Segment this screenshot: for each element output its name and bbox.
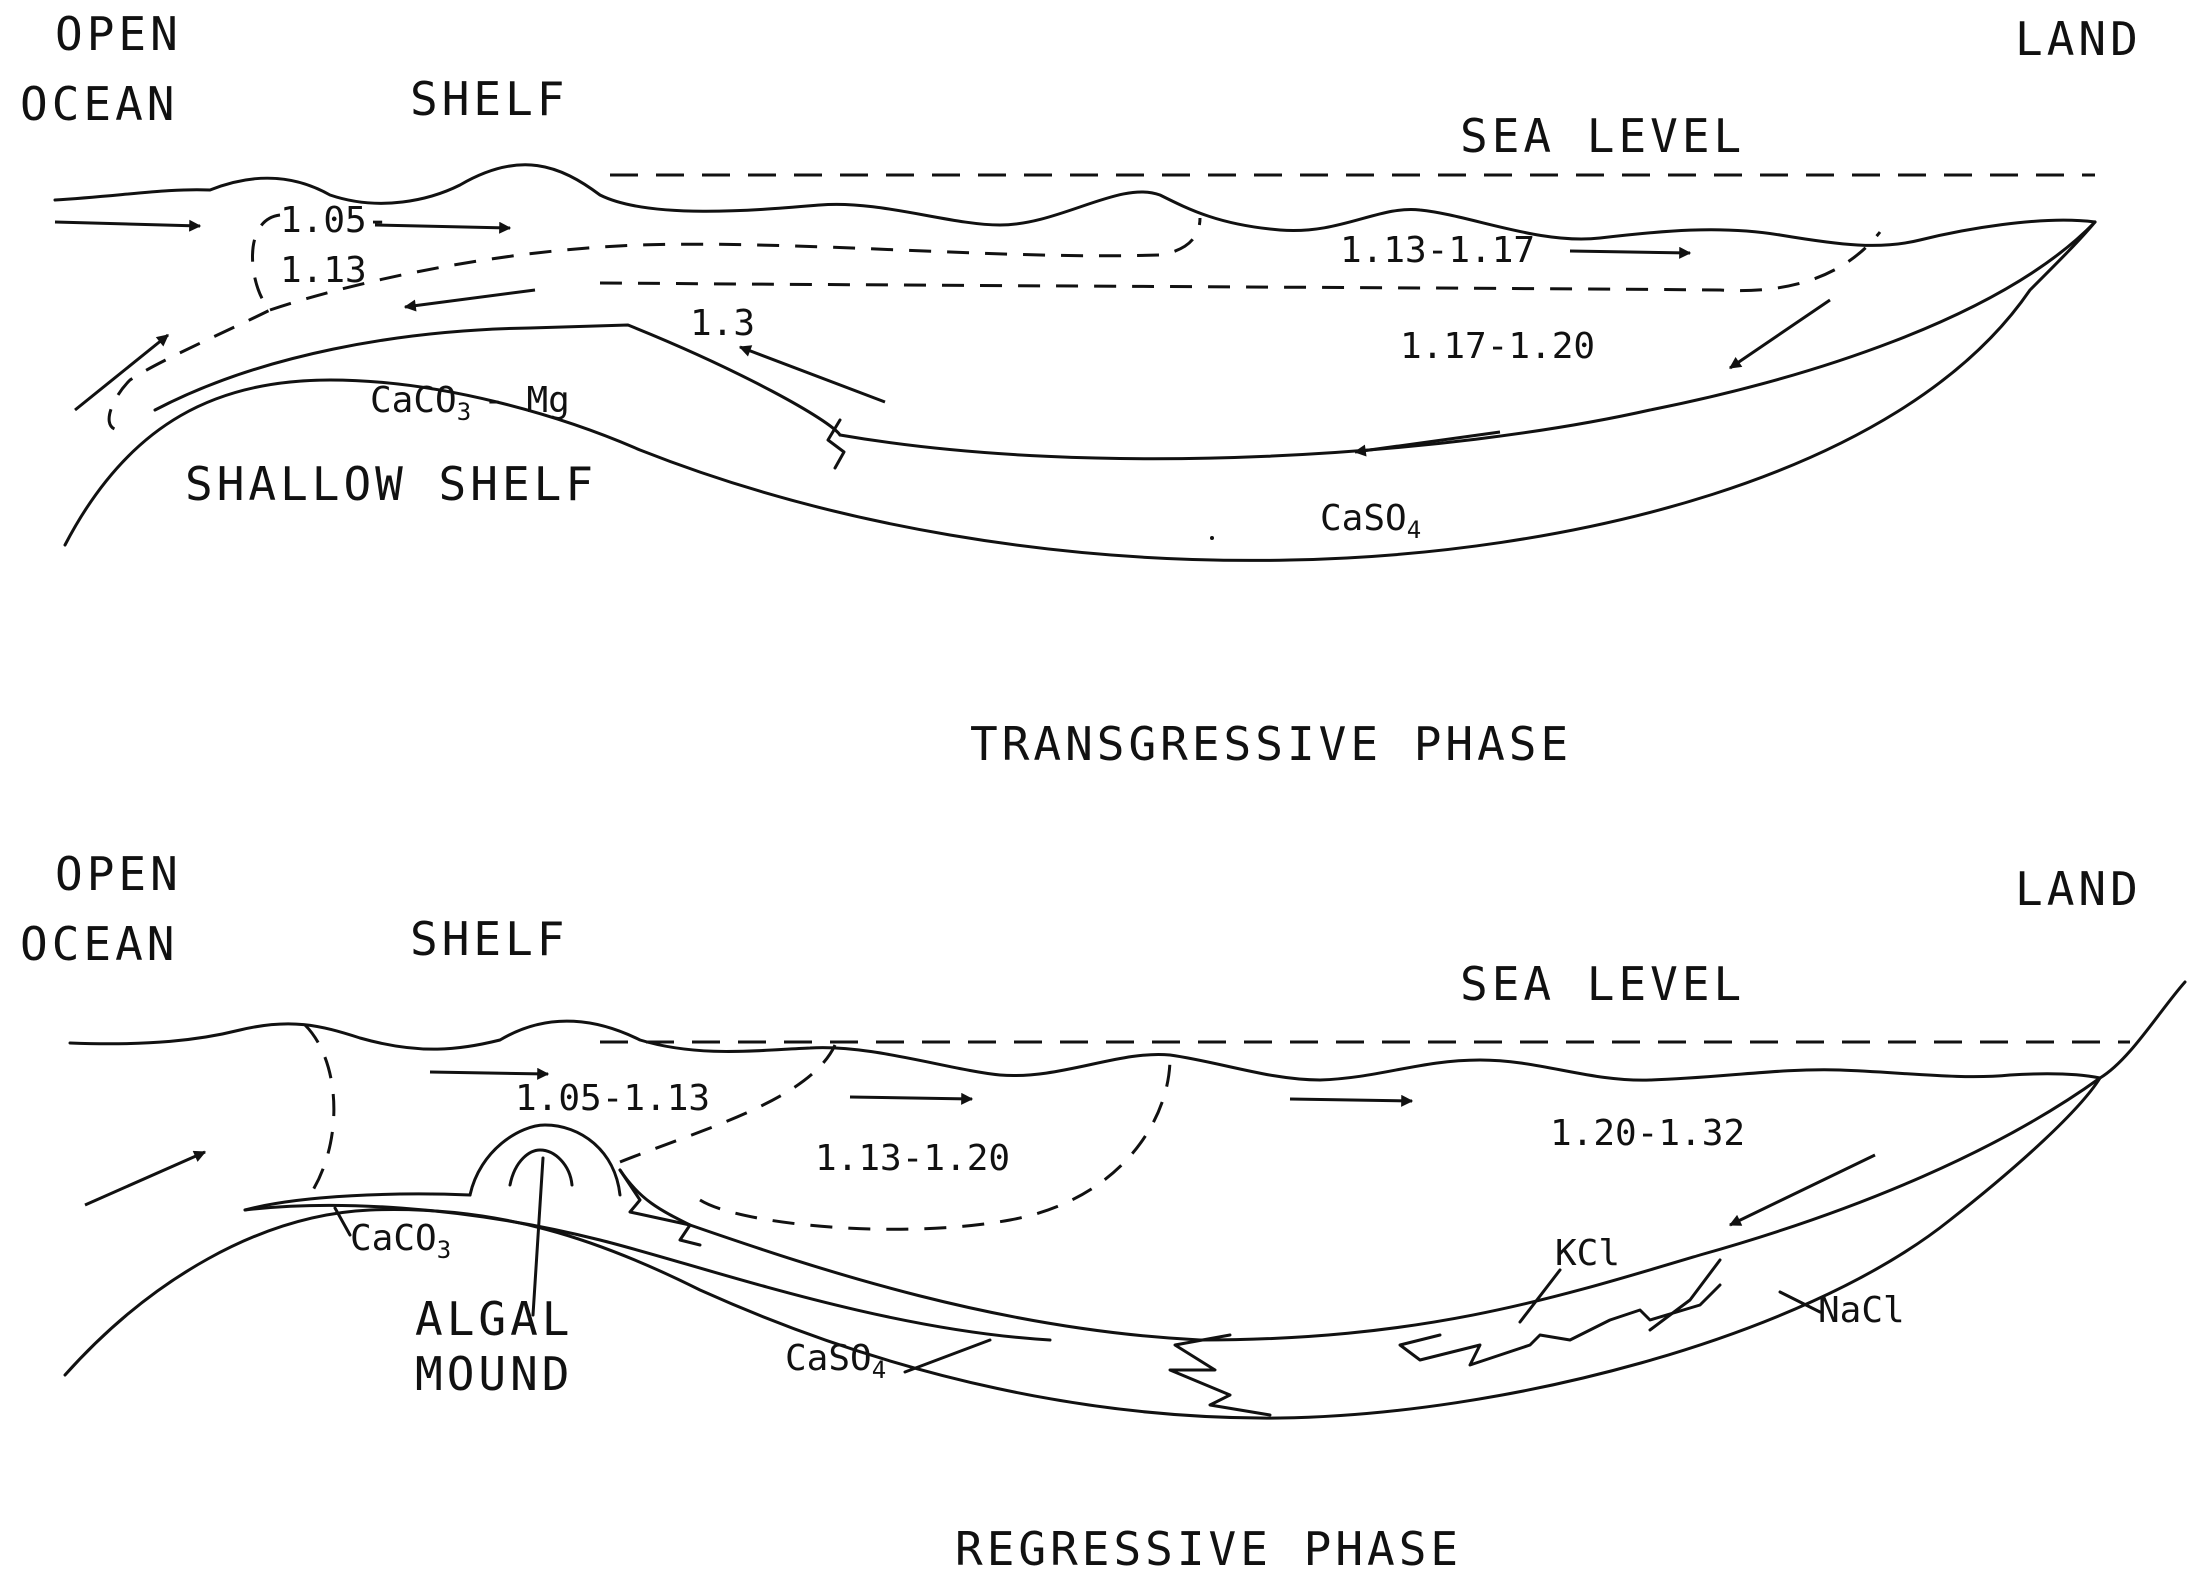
algal-mound-outline	[468, 1123, 622, 1197]
transgressive-phase-title: TRANSGRESSIVE PHASE	[970, 717, 1572, 771]
surface-arrow-4	[1289, 1094, 1414, 1107]
caco3-leader	[333, 1206, 352, 1237]
facies-boundary-zigzag	[826, 418, 846, 470]
regressive-phase-title: REGRESSIVE PHASE	[955, 1522, 1462, 1576]
shelf-label: SHELF	[410, 72, 568, 126]
transgressive-panel: OPEN OCEAN SHELF LAND SEA LEVEL 1.05- 1.…	[20, 7, 2142, 771]
surface-arrow-3	[849, 1092, 974, 1105]
open-ocean-label-line1: OPEN	[55, 7, 182, 61]
facies-zigzag-3	[1398, 1283, 1722, 1367]
nacl-label: NaCl	[1818, 1290, 1905, 1331]
density-label-2: 1.13-1.17	[1340, 230, 1535, 271]
density-label-3: 1.20-1.32	[1550, 1113, 1745, 1154]
reflux-arrow-2	[738, 345, 886, 404]
carbonate-layer-top	[153, 323, 842, 437]
nacl-leader	[1778, 1290, 1822, 1314]
brine-boundary-1	[303, 1023, 336, 1196]
density-label-1a: 1.05-	[280, 200, 388, 241]
facies-zigzag-4	[1648, 1258, 1722, 1332]
open-ocean-label-line2: OCEAN	[20, 77, 178, 131]
caco3-label: CaCO3	[350, 1218, 451, 1264]
brine-boundary-2	[269, 217, 1202, 312]
open-ocean-label-line2: OCEAN	[20, 917, 178, 971]
open-ocean-label-line1: OPEN	[55, 847, 182, 901]
reflux-arrow-1	[403, 288, 536, 312]
surface-arrow-3	[1569, 246, 1692, 259]
caco3-mg-label: CaCO3- Mg	[370, 380, 570, 426]
regressive-panel: OPEN OCEAN SHELF LAND SEA LEVEL 1.05-1.1…	[20, 847, 2187, 1576]
caso4-label: CaSO4	[785, 1338, 886, 1384]
algal-mound-label-line1: ALGAL	[415, 1292, 573, 1346]
water-surface	[68, 1019, 2102, 1082]
sea-level-label: SEA LEVEL	[1460, 957, 1745, 1011]
algal-mound-inner	[508, 1148, 574, 1187]
brine-boundary-3	[699, 1057, 1172, 1231]
reflux-arrow-3	[1729, 298, 1831, 370]
water-surface	[53, 163, 2097, 247]
brine-boundary-1	[107, 213, 281, 432]
basin-floor	[63, 220, 2097, 562]
point-mark	[1210, 536, 1214, 540]
caso4-leader	[903, 1338, 992, 1374]
evaporite-layer-top	[838, 220, 2097, 461]
algal-mound-label-line2: MOUND	[415, 1347, 573, 1401]
density-label-1: 1.05-1.13	[515, 1078, 710, 1119]
shelf-label: SHELF	[410, 912, 568, 966]
land-label: LAND	[2015, 862, 2142, 916]
facies-zigzag-2	[1168, 1333, 1272, 1417]
kcl-label: KCl	[1555, 1233, 1620, 1274]
sea-level-label: SEA LEVEL	[1460, 109, 1745, 163]
density-label-3: 1.3	[690, 303, 755, 344]
density-label-4: 1.17-1.20	[1400, 326, 1595, 367]
upwelling-arrow	[74, 333, 169, 412]
algal-mound-leader	[531, 1156, 545, 1317]
land-label: LAND	[2015, 12, 2142, 66]
inflow-arrow-1	[54, 219, 202, 232]
kcl-leader	[1518, 1268, 1562, 1324]
density-label-2: 1.13-1.20	[815, 1138, 1010, 1179]
caco3-base	[243, 1203, 1052, 1342]
reflux-arrow-1	[1728, 1153, 1876, 1227]
basin-floor	[63, 1076, 2102, 1420]
inflow-arrow-1	[84, 1150, 207, 1207]
carbonate-layer-top	[243, 1076, 2102, 1342]
shallow-shelf-label: SHALLOW SHELF	[185, 457, 597, 511]
inflow-arrow-2	[374, 221, 512, 234]
brine-boundary-3	[599, 231, 1882, 293]
caso4-label: CaSO4	[1320, 498, 1421, 544]
land-slope	[2098, 980, 2187, 1080]
inflow-arrow-2	[429, 1067, 550, 1080]
density-label-1b: 1.13	[280, 250, 367, 291]
facies-zigzag-1	[618, 1168, 702, 1247]
